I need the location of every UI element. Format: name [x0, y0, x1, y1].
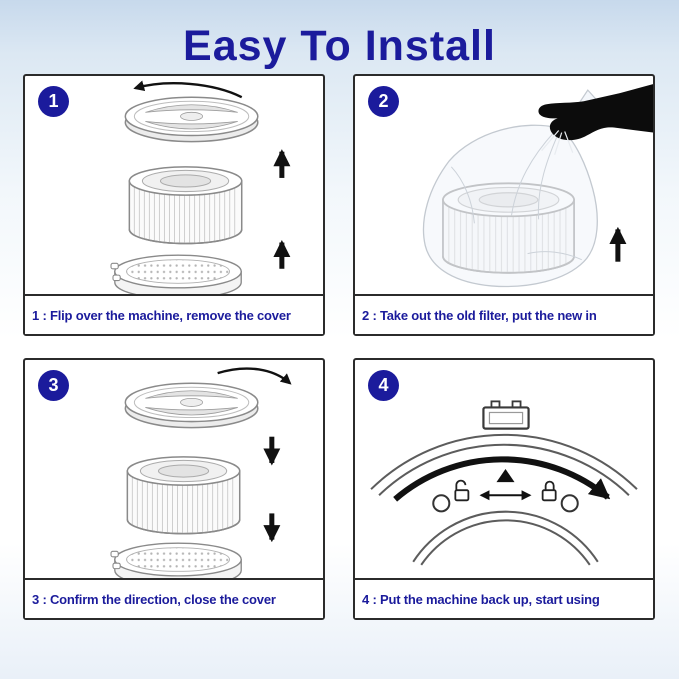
steps-grid: 1 1 : Flip over the machine, remove the … [23, 74, 679, 620]
base-illustration [110, 254, 242, 294]
unlock-icon [454, 479, 470, 502]
filter-illustration [129, 167, 241, 246]
step-panel-3: 3 3 : Confirm the direction, close the c… [23, 358, 325, 620]
bag-gather-lines [541, 130, 574, 155]
triangle-marker-icon [496, 469, 515, 483]
step-caption: 4 : Put the machine back up, start using [355, 578, 653, 618]
bag-fold-lines [450, 128, 582, 261]
filter-illustration [127, 457, 239, 536]
step-number-badge: 1 [38, 86, 69, 117]
step-caption: 1 : Flip over the machine, remove the co… [25, 294, 323, 334]
base-illustration [110, 542, 242, 578]
step-caption: 2 : Take out the old filter, put the new… [355, 294, 653, 334]
step-3-illustration [25, 360, 323, 578]
inner-rim [412, 510, 599, 563]
step-number-badge: 2 [368, 86, 399, 117]
step-number: 4 [378, 375, 389, 395]
step-panel-4: 4 [353, 358, 655, 620]
clip-tab-illustration [482, 400, 530, 430]
exploded-view-close-cover [110, 367, 292, 578]
step-number-badge: 4 [368, 370, 399, 401]
step-number: 1 [48, 91, 59, 111]
screw-hole-left [432, 494, 451, 513]
step-number: 2 [378, 91, 389, 111]
step-panel-1: 1 1 : Flip over the machine, remove the … [23, 74, 325, 336]
machine-rim-outer [370, 433, 638, 490]
rotate-arrow-icon [393, 456, 611, 502]
lock-icon [541, 480, 557, 502]
exploded-view-remove-cover [110, 80, 291, 294]
inner-rim-2 [420, 519, 591, 566]
curved-arrow-right-icon [217, 367, 292, 385]
plastic-bag-illustration [422, 124, 598, 288]
step-1-illustration [25, 76, 323, 294]
step-caption: 3 : Confirm the direction, close the cov… [25, 578, 323, 618]
step-number: 3 [48, 375, 59, 395]
lid-illustration [124, 96, 259, 143]
lid-illustration [124, 382, 259, 429]
machine-rim-outer-2 [378, 443, 630, 496]
step-2-illustration [355, 76, 653, 294]
page-title: Easy To Install [183, 22, 496, 70]
hand-icon [538, 84, 653, 141]
machine-bottom-rotate-view [370, 400, 638, 566]
step-number-badge: 3 [38, 370, 69, 401]
curved-arrow-left-icon [133, 80, 243, 99]
install-guide: Easy To Install 1 1 : Flip over the mach… [23, 22, 679, 620]
screw-hole-right [560, 494, 579, 513]
step-panel-2: 2 2 : Take out the old filter, put the n… [353, 74, 655, 336]
step-4-illustration [355, 360, 653, 578]
hand-removing-filter-bag [422, 84, 653, 288]
